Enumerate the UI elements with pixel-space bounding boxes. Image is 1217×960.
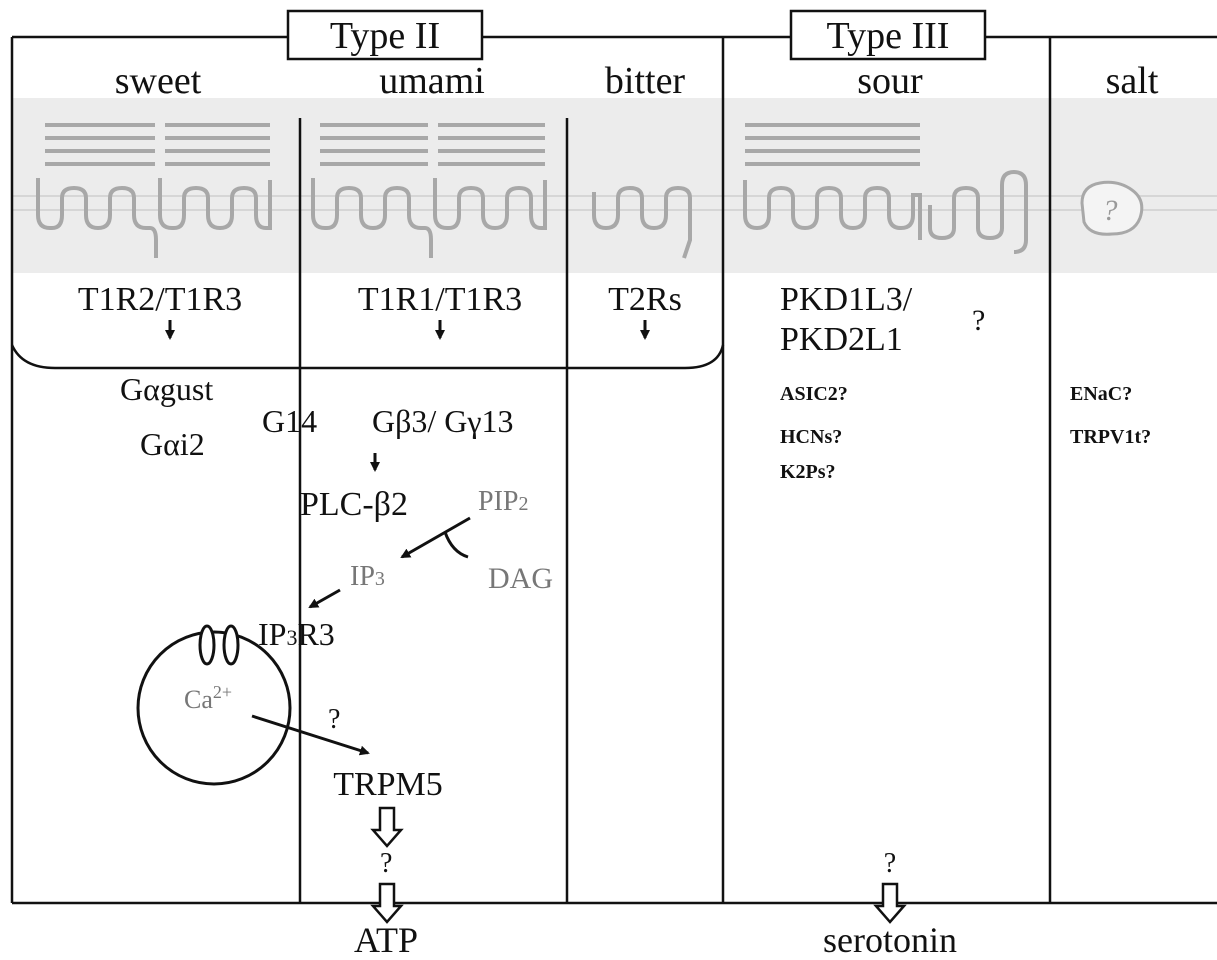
- ip3-to-receptor-arrow: [308, 588, 341, 609]
- receptor-sour-question: ?: [972, 304, 985, 337]
- ip3-label: IP3: [350, 561, 385, 592]
- membrane-lines: [12, 195, 1217, 211]
- type-ii-box: [286, 9, 484, 61]
- serotonin-question: ?: [884, 848, 896, 879]
- membrane-band: [12, 98, 1217, 273]
- atp-question: ?: [380, 848, 392, 879]
- salt-candidate-1: ENaC?: [1070, 383, 1132, 405]
- receptor-sour-label-line1: PKD1L3/: [780, 281, 913, 318]
- g-beta-gamma-label: Gβ3/ Gγ13: [372, 403, 514, 439]
- dag-label: DAG: [488, 562, 553, 595]
- cell-frame: [10, 35, 1217, 905]
- trpm5-label: TRPM5: [333, 766, 443, 803]
- atp-label: ATP: [354, 920, 418, 960]
- serotonin-release-arrow: [873, 882, 907, 924]
- type-ii-bracket: [10, 344, 725, 370]
- ip3r3-channel-icon: [198, 624, 240, 666]
- pip2-to-ip3-arrow: [400, 516, 471, 559]
- column-dividers: [298, 37, 1052, 903]
- atp-release-arrow: [370, 882, 404, 924]
- taste-umami: umami: [379, 60, 485, 102]
- calcium-question: ?: [328, 704, 340, 735]
- salt-channel-question: ?: [1103, 194, 1118, 227]
- serotonin-label: serotonin: [823, 920, 957, 960]
- type-ii-label: Type II: [330, 15, 440, 57]
- receptor-bitter-label: T2Rs: [608, 281, 682, 318]
- sour-candidate-1: ASIC2?: [780, 383, 848, 405]
- receptor-bitter-icon: [592, 185, 692, 259]
- taste-bitter: bitter: [605, 60, 686, 102]
- trpm5-output-arrow: [370, 806, 404, 848]
- receptor-sour-icon: [743, 123, 1028, 254]
- ip3r3-label: IP3R3: [258, 616, 335, 652]
- receptor-umami-icon: [311, 123, 547, 258]
- unknown-salt-channel-icon: ?: [1080, 180, 1144, 236]
- pip2-label: PIP2: [478, 486, 528, 517]
- sour-candidate-3: K2Ps?: [780, 461, 836, 483]
- taste-sour: sour: [857, 60, 923, 102]
- calcium-label: Ca2+: [184, 682, 232, 714]
- g14-label: G14: [262, 403, 317, 439]
- g-alpha-i2: Gαi2: [140, 426, 205, 462]
- plc-beta2-label: PLC-β2: [300, 486, 408, 523]
- g-alpha-gustducin: Gαgust: [120, 371, 213, 407]
- type-iii-label: Type III: [827, 15, 950, 57]
- salt-candidate-2: TRPV1t?: [1070, 426, 1151, 448]
- receptor-arrows: [165, 320, 650, 340]
- receptor-sour-label-line2: PKD2L1: [780, 321, 903, 358]
- receptor-sweet-icon: [36, 123, 272, 258]
- taste-sweet: sweet: [115, 60, 202, 102]
- receptor-umami-label: T1R1/T1R3: [358, 281, 522, 318]
- er-calcium-store: [136, 630, 292, 786]
- taste-salt: salt: [1106, 60, 1159, 102]
- calcium-to-trpm5-arrow: [251, 714, 370, 756]
- receptor-sweet-label: T1R2/T1R3: [78, 281, 242, 318]
- pip2-to-dag-arc: [443, 531, 469, 559]
- type-iii-box: [789, 9, 987, 61]
- sour-candidate-2: HCNs?: [780, 426, 842, 448]
